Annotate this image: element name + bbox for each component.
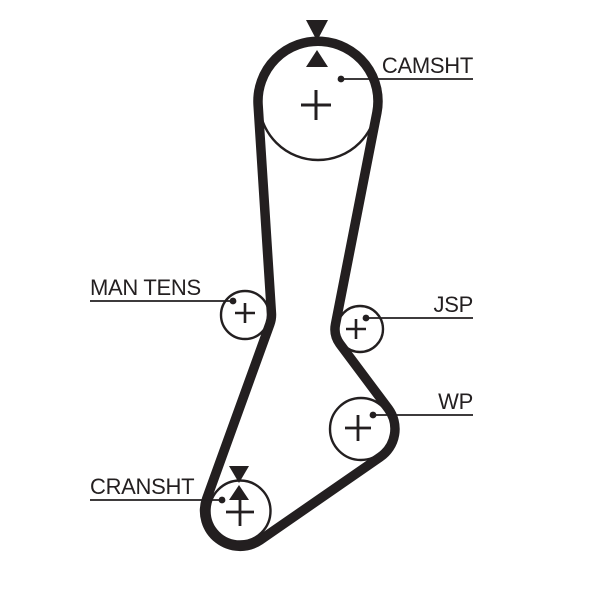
crankshaft-leader-dot xyxy=(218,496,226,504)
crankshaft-arrow-up-icon xyxy=(229,485,249,500)
crankshaft-arrow-down-icon xyxy=(229,466,249,483)
camshaft-label: CAMSHT xyxy=(382,53,473,78)
camshaft-plus-icon xyxy=(301,90,331,120)
crankshaft-plus-icon xyxy=(226,498,254,526)
jockey-pulley-leader-dot xyxy=(362,314,370,322)
water-pump-label: WP xyxy=(438,389,473,414)
camshaft-arrow-down-icon xyxy=(306,20,328,41)
jockey-pulley-plus-icon xyxy=(346,319,366,339)
jockey-pulley-label: JSP xyxy=(434,292,473,317)
water-pump-plus-icon xyxy=(345,415,371,441)
crankshaft-label: CRANSHT xyxy=(90,474,194,499)
manual-tensioner-leader-dot xyxy=(229,297,237,305)
manual-tensioner-plus-icon xyxy=(235,303,255,323)
water-pump-leader-dot xyxy=(369,411,377,419)
manual-tensioner-label: MAN TENS xyxy=(90,275,201,300)
timing-belt xyxy=(199,36,400,552)
camshaft-arrow-up-icon xyxy=(306,50,328,67)
camshaft-leader-dot xyxy=(337,75,345,83)
